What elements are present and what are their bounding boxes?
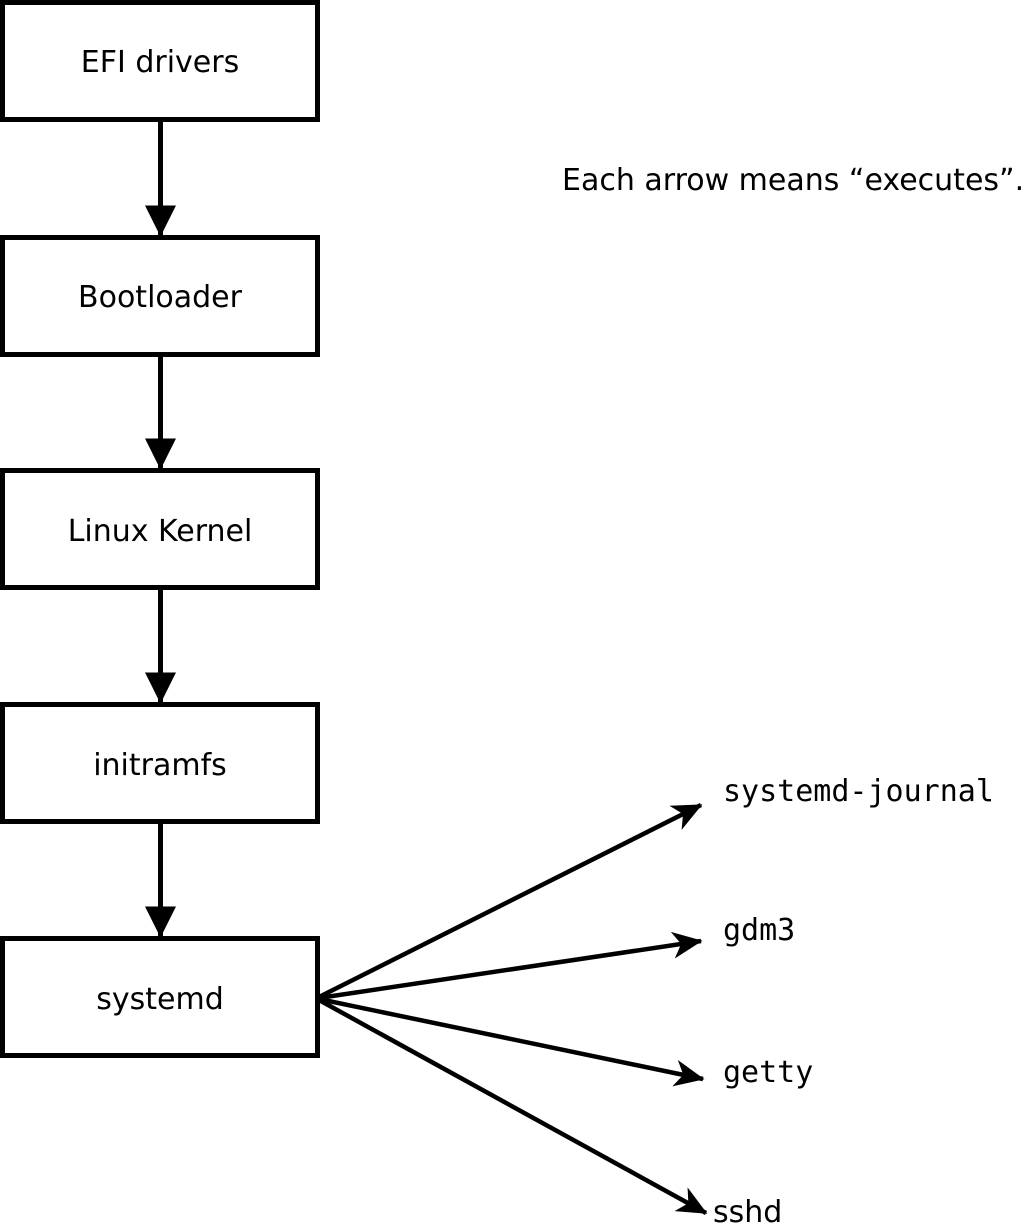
node-label-linux-kernel: Linux Kernel <box>68 514 253 549</box>
arrow-systemd-to-gdm3 <box>318 931 703 1001</box>
arrow-systemd-to-getty <box>318 996 705 1087</box>
target-label-sshd: sshd <box>713 1195 782 1230</box>
node-box-bootloader <box>0 235 320 357</box>
target-label-gdm3: gdm3 <box>723 913 795 948</box>
node-label-initramfs: initramfs <box>93 748 227 783</box>
arrow-systemd-to-journal <box>317 802 703 1000</box>
node-label-efi-drivers: EFI drivers <box>81 45 239 80</box>
arrow-systemd-to-sshd <box>317 998 708 1215</box>
node-label-systemd: systemd <box>96 982 224 1017</box>
node-label-bootloader: Bootloader <box>78 280 243 315</box>
node-box-systemd <box>0 936 320 1058</box>
node-box-initramfs <box>0 702 320 824</box>
target-label-systemd-journal: systemd-journal <box>723 774 994 809</box>
node-box-efi-drivers <box>0 0 320 122</box>
target-label-getty: getty <box>723 1055 813 1090</box>
annotation-arrow-meaning: Each arrow means “executes”. <box>562 163 1023 198</box>
